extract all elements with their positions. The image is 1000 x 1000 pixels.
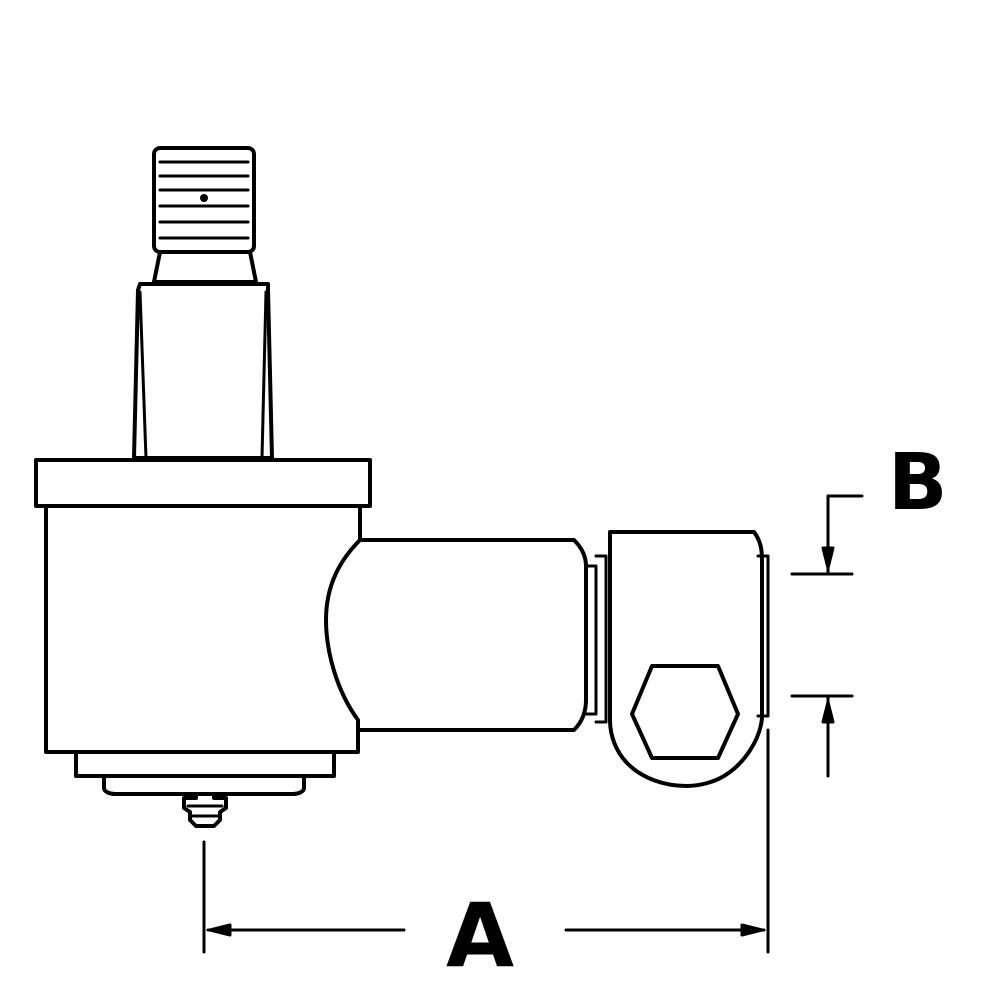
dimension-a (202, 728, 770, 954)
dimension-b (790, 494, 864, 778)
shank-tube (358, 538, 608, 732)
stud-neck (132, 250, 274, 460)
dimension-label-b: B (888, 438, 948, 528)
bottom-cap (74, 752, 336, 796)
splined-stud-tip (152, 146, 256, 254)
cotter-pin-hole (200, 194, 208, 202)
clamp-head (608, 530, 770, 788)
housing-flange (34, 458, 372, 508)
grease-fitting (182, 792, 228, 828)
dimension-label-a: A (446, 884, 515, 987)
hex-nut (630, 664, 740, 760)
housing-body (44, 504, 362, 754)
